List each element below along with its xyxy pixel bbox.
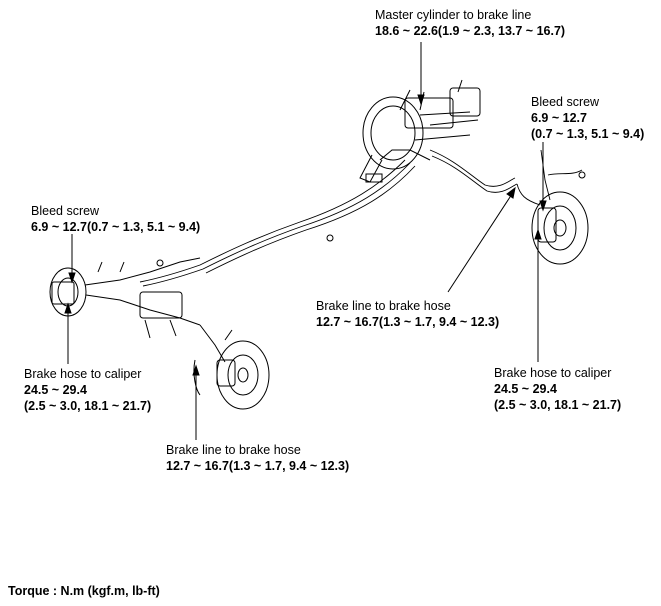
right-wheel-assembly	[531, 171, 589, 265]
label-line-to-hose-bottom: Brake line to brake hose 12.7 ~ 16.7(1.3…	[166, 442, 349, 474]
leader-line-hose-mid	[447, 193, 513, 293]
label-hose-to-caliper-right: Brake hose to caliper 24.5 ~ 29.4 (2.5 ~…	[494, 365, 621, 413]
label-title: Brake hose to caliper	[24, 367, 142, 381]
label-value: (2.5 ~ 3.0, 18.1 ~ 21.7)	[24, 399, 152, 413]
label-bleed-screw-left: Bleed screw 6.9 ~ 12.7(0.7 ~ 1.3, 5.1 ~ …	[31, 203, 200, 235]
label-value: (2.5 ~ 3.0, 18.1 ~ 21.7)	[494, 398, 622, 412]
label-title: Brake line to brake hose	[316, 299, 451, 313]
label-value: 24.5 ~ 29.4	[24, 383, 87, 397]
label-title: Bleed screw	[31, 204, 100, 218]
label-master-cylinder: Master cylinder to brake line 18.6 ~ 22.…	[375, 7, 565, 39]
label-value: 6.9 ~ 12.7(0.7 ~ 1.3, 5.1 ~ 9.4)	[31, 220, 201, 234]
torque-unit-note: Torque : N.m (kgf.m, lb-ft)	[8, 584, 160, 598]
brake-lines	[139, 149, 583, 287]
label-title: Bleed screw	[531, 95, 600, 109]
label-bleed-screw-right: Bleed screw 6.9 ~ 12.7 (0.7 ~ 1.3, 5.1 ~…	[531, 94, 644, 142]
right-rear-wheel-assembly	[193, 324, 270, 410]
label-value: 24.5 ~ 29.4	[494, 382, 557, 396]
label-value: (0.7 ~ 1.3, 5.1 ~ 9.4)	[531, 127, 645, 141]
label-value: 6.9 ~ 12.7	[531, 111, 587, 125]
label-title: Master cylinder to brake line	[375, 8, 532, 22]
label-hose-to-caliper-left: Brake hose to caliper 24.5 ~ 29.4 (2.5 ~…	[24, 366, 151, 414]
label-value: 18.6 ~ 22.6(1.9 ~ 2.3, 13.7 ~ 16.7)	[375, 24, 566, 38]
label-value: 12.7 ~ 16.7(1.3 ~ 1.7, 9.4 ~ 12.3)	[316, 315, 500, 329]
label-title: Brake hose to caliper	[494, 366, 612, 380]
label-line-to-hose-mid: Brake line to brake hose 12.7 ~ 16.7(1.3…	[316, 298, 499, 330]
label-title: Brake line to brake hose	[166, 443, 301, 457]
label-value: 12.7 ~ 16.7(1.3 ~ 1.7, 9.4 ~ 12.3)	[166, 459, 350, 473]
